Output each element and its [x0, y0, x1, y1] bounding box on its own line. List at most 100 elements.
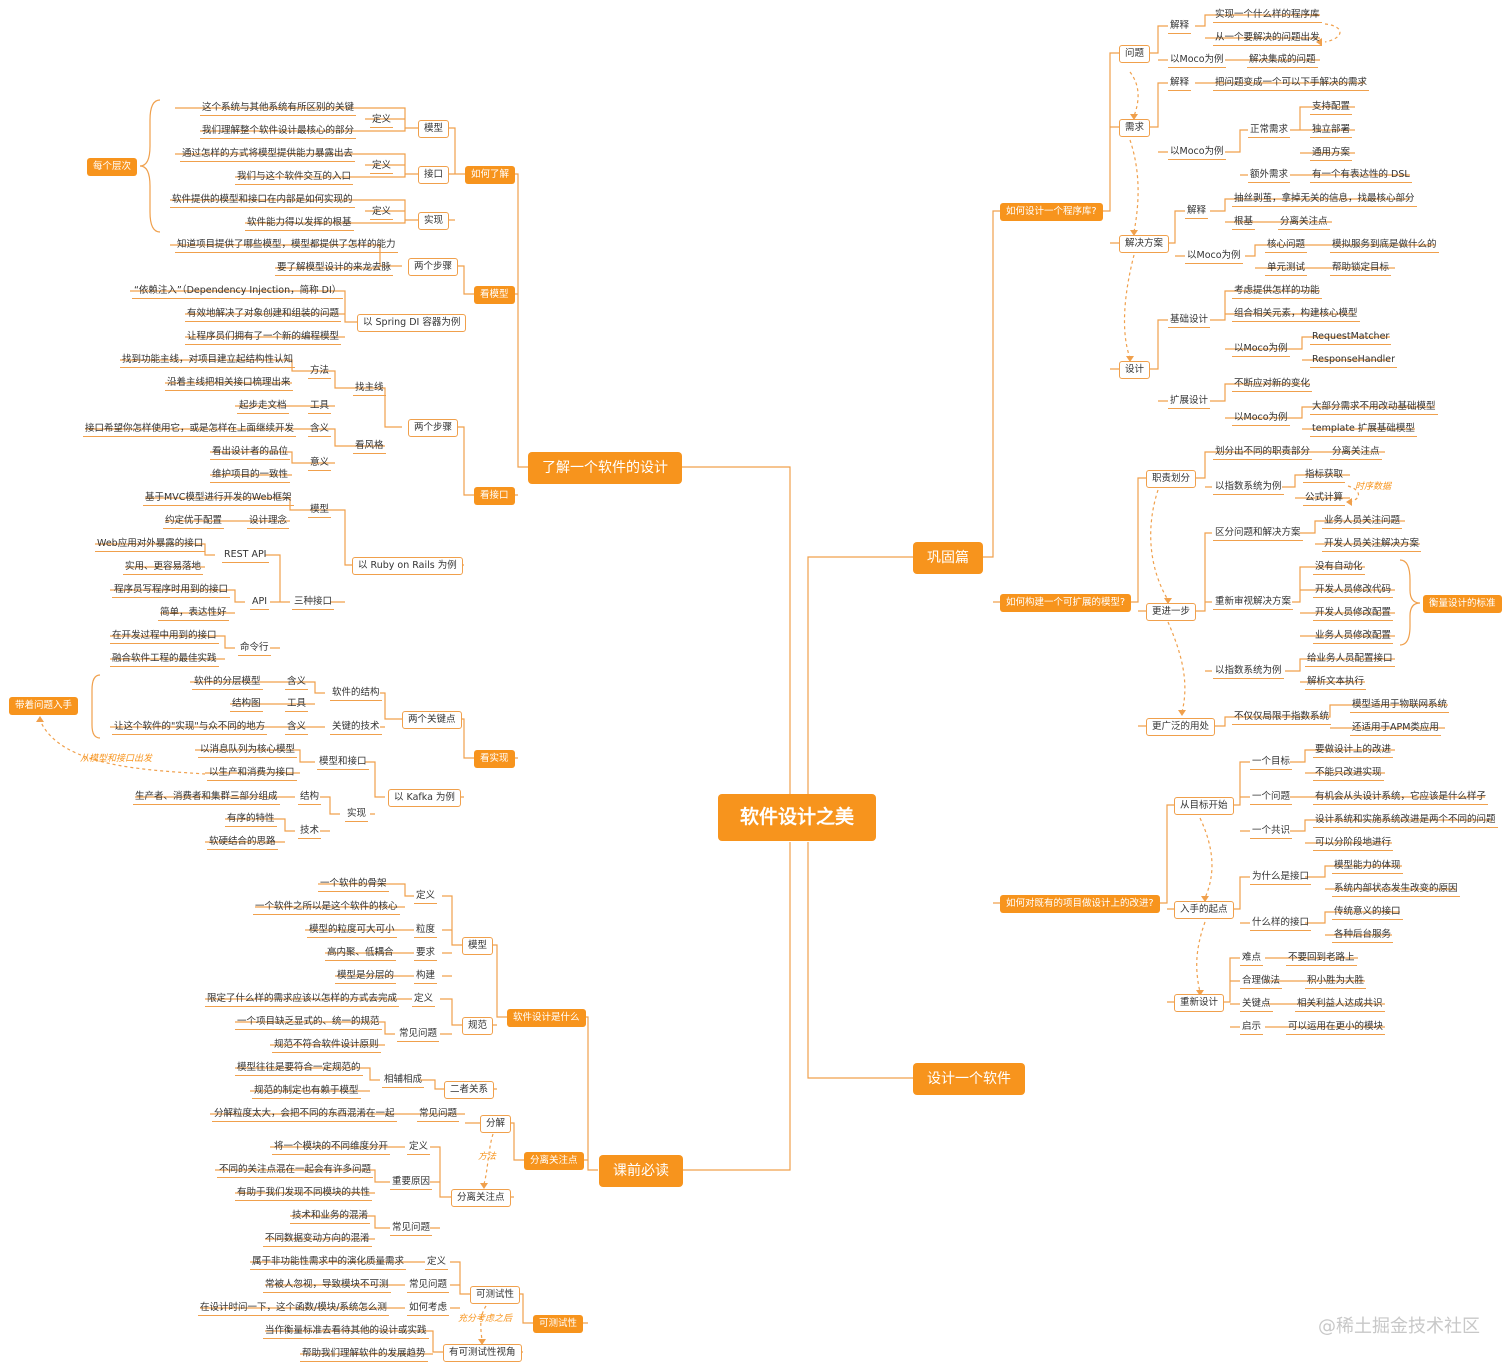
text: template 扩展基础模型 — [1310, 423, 1417, 437]
node-test-view[interactable]: 有可测试性视角 — [443, 1344, 522, 1362]
text: 实现一个什么样的程序库 — [1213, 9, 1322, 23]
node-design-software[interactable]: 设计一个软件 — [913, 1063, 1025, 1095]
node-improve[interactable]: 如何对既有的项目做设计上的改进? — [1000, 895, 1160, 913]
label: 区分问题和解决方案 — [1213, 527, 1303, 541]
label: 相辅相成 — [382, 1074, 425, 1088]
text: 从一个要解决的问题出发 — [1213, 32, 1322, 46]
node-goal[interactable]: 从目标开始 — [1174, 797, 1234, 815]
text: 以消息队列为核心模型 — [198, 744, 298, 758]
node-split[interactable]: 分解 — [480, 1115, 512, 1133]
node-separation[interactable]: 分离关注点 — [524, 1152, 584, 1170]
text: 模拟服务到底是做什么的 — [1330, 239, 1439, 253]
text: 软件能力得以发挥的根基 — [245, 217, 354, 231]
node-extensible[interactable]: 如何构建一个可扩展的模型? — [1000, 594, 1132, 612]
node-sep2[interactable]: 分离关注点 — [451, 1189, 511, 1207]
node-two-steps[interactable]: 两个步骤 — [408, 258, 459, 276]
node-wider[interactable]: 更广泛的用处 — [1146, 718, 1216, 736]
text: 规范的制定也有赖于模型 — [252, 1085, 361, 1099]
text: 生产者、消费者和集群三部分组成 — [133, 791, 280, 805]
label: 解释 — [1185, 205, 1209, 219]
node-consolidate[interactable]: 巩固篇 — [913, 542, 983, 574]
node-model[interactable]: 模型 — [418, 120, 450, 138]
node-library[interactable]: 如何设计一个程序库? — [1000, 203, 1103, 221]
label: 合理做法 — [1240, 975, 1283, 989]
node-look-interface[interactable]: 看接口 — [474, 487, 515, 505]
node-look-impl[interactable]: 看实现 — [474, 750, 515, 768]
text: 可以运用在更小的模块 — [1286, 1021, 1386, 1035]
label: 一个共识 — [1250, 825, 1293, 839]
text: “依赖注入”（Dependency Injection，简称 DI） — [132, 285, 344, 299]
text: 实用、更容易落地 — [123, 561, 204, 575]
node-two-keys[interactable]: 两个关键点 — [402, 711, 462, 729]
label: 实现 — [345, 808, 369, 822]
node-testability[interactable]: 可测试性 — [533, 1315, 584, 1333]
node-further[interactable]: 更进一步 — [1146, 603, 1197, 621]
node-each-level[interactable]: 每个层次 — [87, 158, 138, 176]
text: 模型能力的体现 — [1332, 860, 1403, 874]
node-ruby[interactable]: 以 Ruby on Rails 为例 — [352, 557, 463, 575]
node-two-steps[interactable]: 两个步骤 — [408, 419, 459, 437]
label: 基础设计 — [1168, 314, 1211, 328]
node-redesign[interactable]: 重新设计 — [1174, 994, 1225, 1012]
node-understand-design[interactable]: 了解一个软件的设计 — [528, 452, 682, 484]
label: 扩展设计 — [1168, 395, 1211, 409]
node-design[interactable]: 设计 — [1119, 361, 1151, 379]
text: 考虑提供怎样的功能 — [1232, 285, 1322, 299]
label: 重新审视解决方案 — [1213, 596, 1294, 610]
text: 不能只改进实现 — [1313, 767, 1384, 781]
node-problem[interactable]: 问题 — [1119, 45, 1151, 63]
text: 相关利益人达成共识 — [1295, 998, 1385, 1012]
watermark: @稀土掘金技术社区 — [1318, 1316, 1480, 1337]
node-kafka[interactable]: 以 Kafka 为例 — [388, 789, 461, 807]
label: 解释 — [1168, 77, 1192, 91]
node-interface[interactable]: 接口 — [418, 166, 450, 184]
node-standard[interactable]: 衡量设计的标准 — [1423, 595, 1502, 613]
text: 结构图 — [230, 698, 263, 712]
label: 常见问题 — [397, 1028, 440, 1042]
text: 解决集成的问题 — [1247, 54, 1318, 68]
label: 命令行 — [238, 642, 271, 656]
node-spec[interactable]: 规范 — [462, 1017, 494, 1035]
text: 给业务人员配置接口 — [1305, 653, 1395, 667]
text: 在设计时问一下，这个函数/模块/系统怎么测 — [198, 1302, 389, 1316]
text: 业务人员关注问题 — [1322, 515, 1403, 529]
node-pre-read[interactable]: 课前必读 — [599, 1155, 683, 1187]
node-model[interactable]: 模型 — [462, 937, 494, 955]
node-relation[interactable]: 二者关系 — [444, 1081, 495, 1099]
label: 核心问题 — [1265, 239, 1308, 253]
annotation: 从模型和接口出发 — [80, 754, 153, 764]
node-look-model[interactable]: 看模型 — [474, 286, 515, 304]
text: 业务人员修改配置 — [1313, 630, 1394, 644]
trunk-line — [682, 466, 913, 1171]
label: 含义 — [285, 721, 309, 735]
label: 模型和接口 — [317, 756, 369, 770]
node-solution[interactable]: 解决方案 — [1119, 235, 1170, 253]
annotation: 时序数据 — [1355, 482, 1392, 492]
text: 指标获取 — [1303, 469, 1346, 483]
text: 把问题变成一个可以下手解决的需求 — [1213, 77, 1370, 91]
node-duty[interactable]: 职责划分 — [1146, 470, 1197, 488]
node-start[interactable]: 入手的起点 — [1174, 901, 1234, 919]
node-testability-sub[interactable]: 可测试性 — [470, 1286, 521, 1304]
node-spring[interactable]: 以 Spring DI 容器为例 — [357, 314, 467, 332]
text: 在开发过程中用到的接口 — [110, 630, 219, 644]
text: 模型是分层的 — [335, 970, 397, 984]
label: 关键点 — [1240, 998, 1273, 1012]
text: 开发人员关注解决方案 — [1322, 538, 1422, 552]
label: 为什么是接口 — [1250, 871, 1312, 885]
root-node[interactable]: 软件设计之美 — [718, 794, 877, 841]
text: 不同数据变动方向的混淆 — [263, 1233, 372, 1247]
text: 分解粒度太大，会把不同的东西混淆在一起 — [212, 1108, 397, 1122]
node-with-problem[interactable]: 带着问题入手 — [9, 697, 79, 715]
text: 将一个模块的不同维度分开 — [272, 1141, 391, 1155]
text: 一个软件之所以是这个软件的核心 — [253, 901, 400, 915]
text: 不同的关注点混在一起会有许多问题 — [217, 1164, 374, 1178]
node-impl[interactable]: 实现 — [418, 212, 450, 230]
node-need[interactable]: 需求 — [1119, 119, 1151, 137]
text: 有序的特性 — [225, 813, 277, 827]
node-what-design[interactable]: 软件设计是什么 — [507, 1009, 586, 1027]
node-how-understand[interactable]: 如何了解 — [465, 166, 516, 184]
label: 结构 — [298, 791, 322, 805]
